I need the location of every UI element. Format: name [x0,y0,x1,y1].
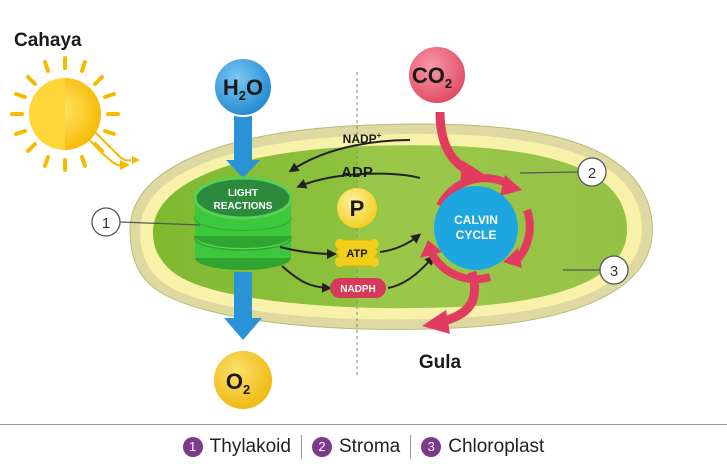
legend-item-thylakoid: 1 Thylakoid [182,435,291,458]
svg-text:CO2: CO2 [412,63,452,91]
svg-text:ATP: ATP [346,248,367,260]
legend-badge: 1 [182,436,203,457]
phosphate-molecule: P [337,188,377,228]
svg-text:2: 2 [588,165,596,182]
calvin-label-1: CALVIN [454,213,498,227]
svg-text:H2O: H2O [223,75,263,103]
legend-label: Stroma [338,435,401,457]
oxygen-molecule: O2 [212,349,274,411]
nadp-label: NADP+ [343,131,382,146]
sugar-flow-arrow [422,270,480,334]
svg-text:O2: O2 [226,369,250,397]
light-reactions-label-2: REACTIONS [214,201,273,212]
molecule-flow-arrows [279,139,435,293]
callout-2: 2 [519,157,607,187]
svg-text:3: 3 [610,263,618,280]
legend-label: Chloroplast [448,435,545,457]
legend-divider [410,434,412,459]
legend-divider [300,434,302,459]
legend-badge: 2 [311,436,332,457]
sunlight-arrowhead [120,160,130,170]
legend-item-chloroplast: 3 Chloroplast [421,436,544,458]
nadph-molecule: NADPH [330,278,386,298]
legend-item-stroma: 2 Stroma [311,435,401,458]
callout-3: 3 [563,255,629,285]
sun-icon [10,56,140,172]
svg-text:P: P [350,196,365,221]
legend: 1 Thylakoid 2 Stroma 3 Chloroplast [0,424,727,468]
oxygen-flow-arrow [224,272,262,340]
legend-badge: 3 [421,436,442,457]
atp-molecule: ATP [335,239,379,267]
calvin-cycle: CALVIN CYCLE [420,174,534,284]
svg-text:NADPH: NADPH [340,284,376,295]
water-molecule: H2O [213,57,273,117]
legend-label: Thylakoid [209,435,291,457]
light-label: Cahaya [14,30,82,51]
svg-text:1: 1 [102,215,110,232]
sugar-label: Gula [419,352,462,373]
light-reactions-label-1: LIGHT [228,188,258,199]
calvin-label-2: CYCLE [456,228,497,242]
water-flow-arrow [226,112,260,178]
co2-molecule: CO2 [407,45,467,105]
adp-label: ADP [341,164,373,181]
callout-1: 1 [91,207,201,237]
thylakoid-stack: LIGHT REACTIONS [193,176,293,270]
